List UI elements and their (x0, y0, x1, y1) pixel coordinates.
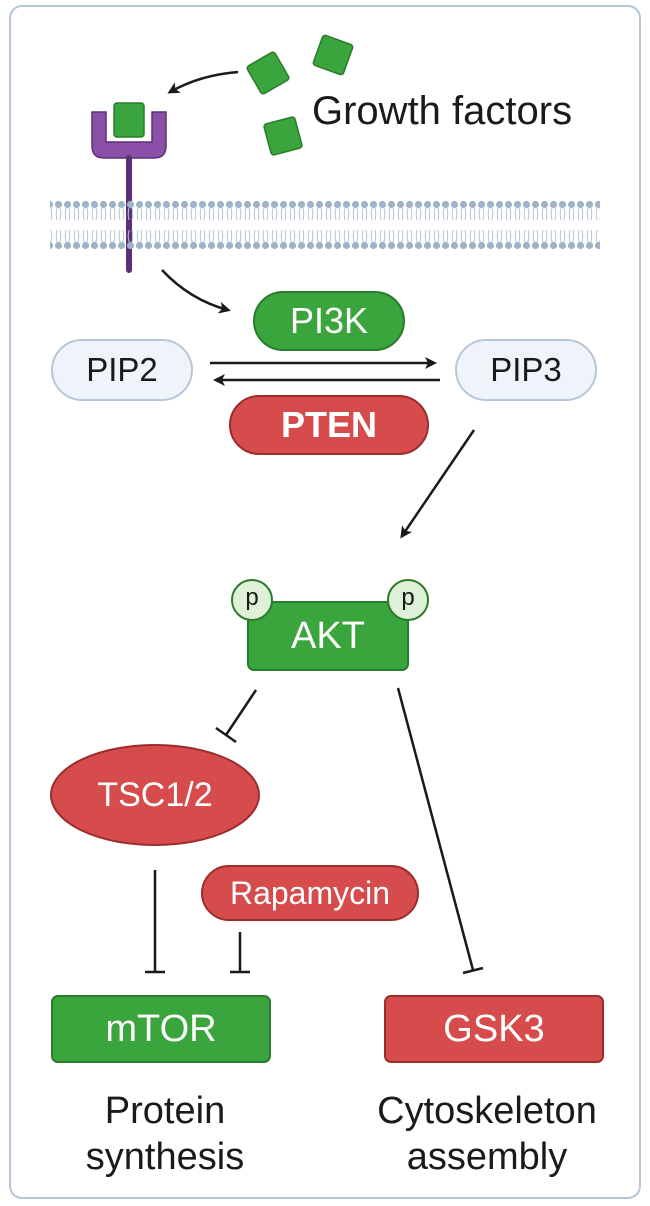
pip3-to-akt-arrow (400, 429, 476, 539)
gsk3-node (384, 995, 604, 1063)
cytoskeleton-assembly-label: Cytoskeleton assembly (356, 1088, 618, 1180)
growth-factor-square-3 (263, 116, 303, 156)
tsc-inhibits-mtor (145, 870, 165, 974)
ligand-binding-arrow (167, 70, 239, 94)
rapamycin-label: Rapamycin (229, 874, 391, 911)
rapamycin-inhibits-mtor (230, 932, 250, 974)
growth-factor-square-1 (246, 51, 290, 95)
synthesis-label: synthesis (85, 1136, 245, 1178)
pip2-node (51, 339, 193, 401)
phospho-site-right (387, 579, 429, 621)
pi3k-node (253, 291, 405, 351)
cytoskeleton-label: Cytoskeleton (377, 1090, 597, 1132)
akt-label: AKT (291, 614, 365, 657)
phospho-site-left (231, 579, 273, 621)
cell-membrane (50, 200, 600, 250)
pip2-label: PIP2 (86, 351, 158, 388)
pten-node (229, 395, 429, 455)
protein-label: Protein (104, 1090, 226, 1132)
pip3-label: PIP3 (490, 351, 562, 388)
pip3-node (455, 339, 597, 401)
mtor-node (51, 995, 271, 1063)
growth-factors-label: Growth factors (312, 89, 573, 133)
assembly-label: assembly (406, 1136, 568, 1178)
tsc-node (50, 744, 260, 846)
rapamycin-node (201, 865, 419, 921)
mtor-label: mTOR (105, 1007, 217, 1050)
akt-inhibits-tsc (215, 689, 258, 744)
akt-inhibits-gsk3 (396, 687, 484, 975)
tsc-label: TSC1/2 (97, 775, 213, 814)
akt-node (247, 601, 409, 671)
growth-factor-icons (246, 34, 354, 156)
pi3k-label: PI3K (289, 300, 369, 341)
protein-synthesis-label: Protein synthesis (60, 1088, 270, 1180)
receptor-to-pi3k-arrow (161, 269, 231, 314)
phospho-left-label: p (245, 584, 259, 611)
growth-factor-square-2 (312, 34, 354, 76)
pten-label: PTEN (280, 404, 377, 445)
gsk3-label: GSK3 (443, 1007, 545, 1050)
phospho-right-label: p (401, 584, 415, 611)
